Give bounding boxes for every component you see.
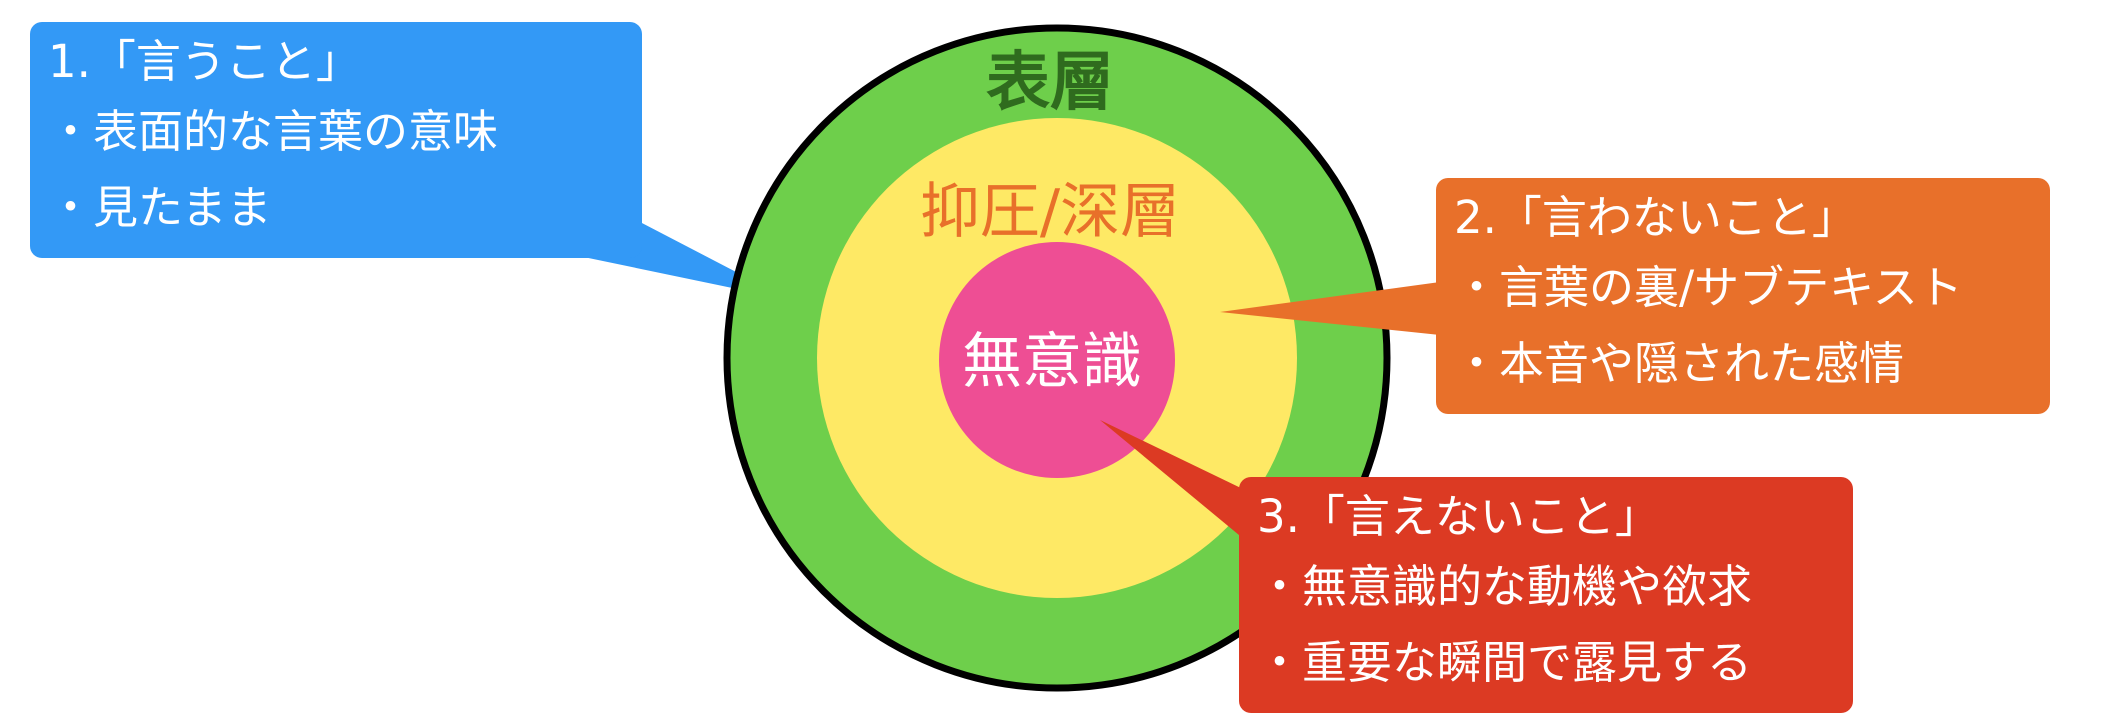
suppressed-label: 抑圧/深層 (920, 177, 1180, 247)
callout-unsayable-title: 3.「言えないこと」 (1257, 490, 1660, 543)
callout-said-title: 1.「言うこと」 (48, 35, 361, 88)
callout-2-pointer (1220, 282, 1440, 335)
unconscious-core (939, 242, 1175, 478)
callout-unsaid: 2.「言わないこと」 ・言葉の裏/サブテキスト ・本音や隠された感情 (1436, 178, 2050, 414)
callout-3-pointer (1100, 420, 1245, 540)
callout-unsayable-bullet: ・重要な瞬間で露見する (1257, 636, 1753, 689)
callout-said: 1.「言うこと」 ・表面的な言葉の意味 ・見たまま (30, 22, 642, 258)
callout-unsaid-bullet: ・本音や隠された感情 (1454, 337, 1905, 390)
callout-said-bullet: ・見たまま (48, 181, 272, 234)
callout-said-bullet: ・表面的な言葉の意味 (48, 105, 499, 158)
unconscious-label: 無意識 (962, 327, 1142, 397)
callout-unsaid-bullet: ・言葉の裏/サブテキスト (1454, 261, 1963, 314)
callout-unsayable: 3.「言えないこと」 ・無意識的な動機や欲求 ・重要な瞬間で露見する (1239, 477, 1853, 713)
callout-unsayable-bullet: ・無意識的な動機や欲求 (1257, 560, 1753, 613)
callout-unsaid-title: 2.「言わないこと」 (1454, 191, 1857, 244)
surface-label: 表層 (986, 46, 1114, 120)
